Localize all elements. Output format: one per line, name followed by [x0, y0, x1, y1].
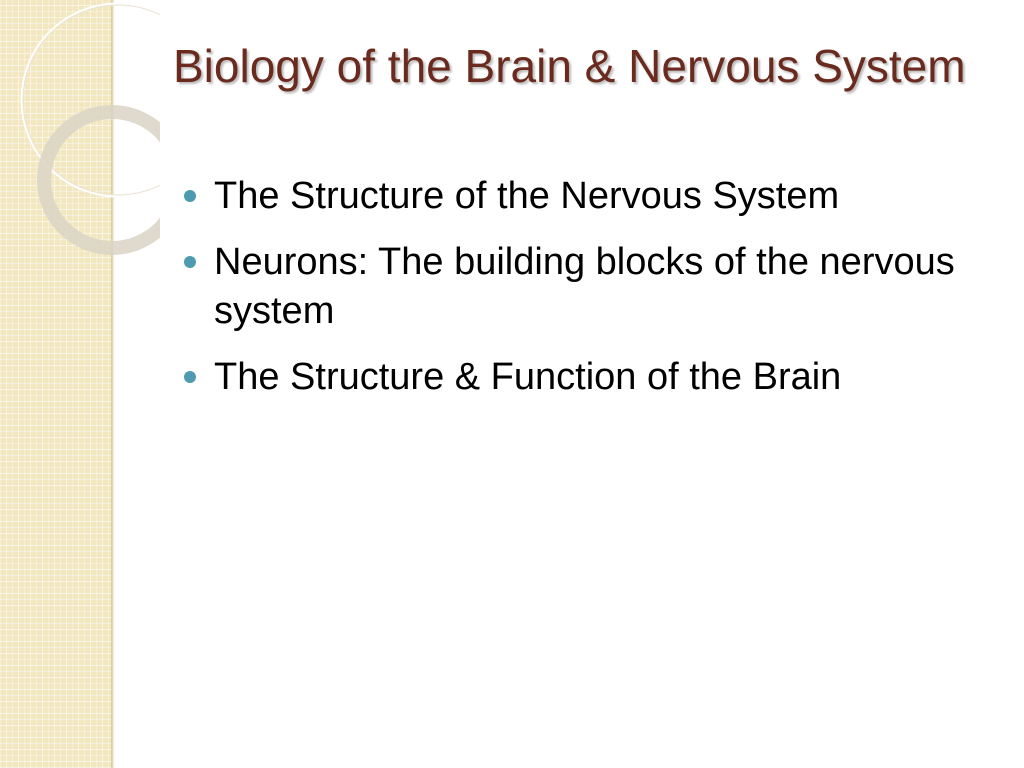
bullet-dot-icon — [184, 256, 196, 268]
bullet-dot-icon — [184, 190, 196, 202]
bullet-item: The Structure of the Nervous System — [184, 172, 984, 221]
bullet-text: Neurons: The building blocks of the nerv… — [214, 241, 955, 332]
strip-edge-shadow — [111, 0, 115, 768]
bullet-dot-icon — [184, 371, 196, 383]
bullet-item: The Structure & Function of the Brain — [184, 353, 984, 402]
bullet-text: The Structure & Function of the Brain — [214, 356, 842, 398]
side-decor-strip — [0, 0, 113, 768]
bullet-text: The Structure of the Nervous System — [214, 175, 840, 217]
decorative-rings-icon — [20, 2, 160, 255]
slide-title: Biology of the Brain & Nervous System — [173, 40, 966, 92]
bullet-item: Neurons: The building blocks of the nerv… — [184, 238, 984, 336]
bullet-list: The Structure of the Nervous System Neur… — [184, 172, 984, 419]
